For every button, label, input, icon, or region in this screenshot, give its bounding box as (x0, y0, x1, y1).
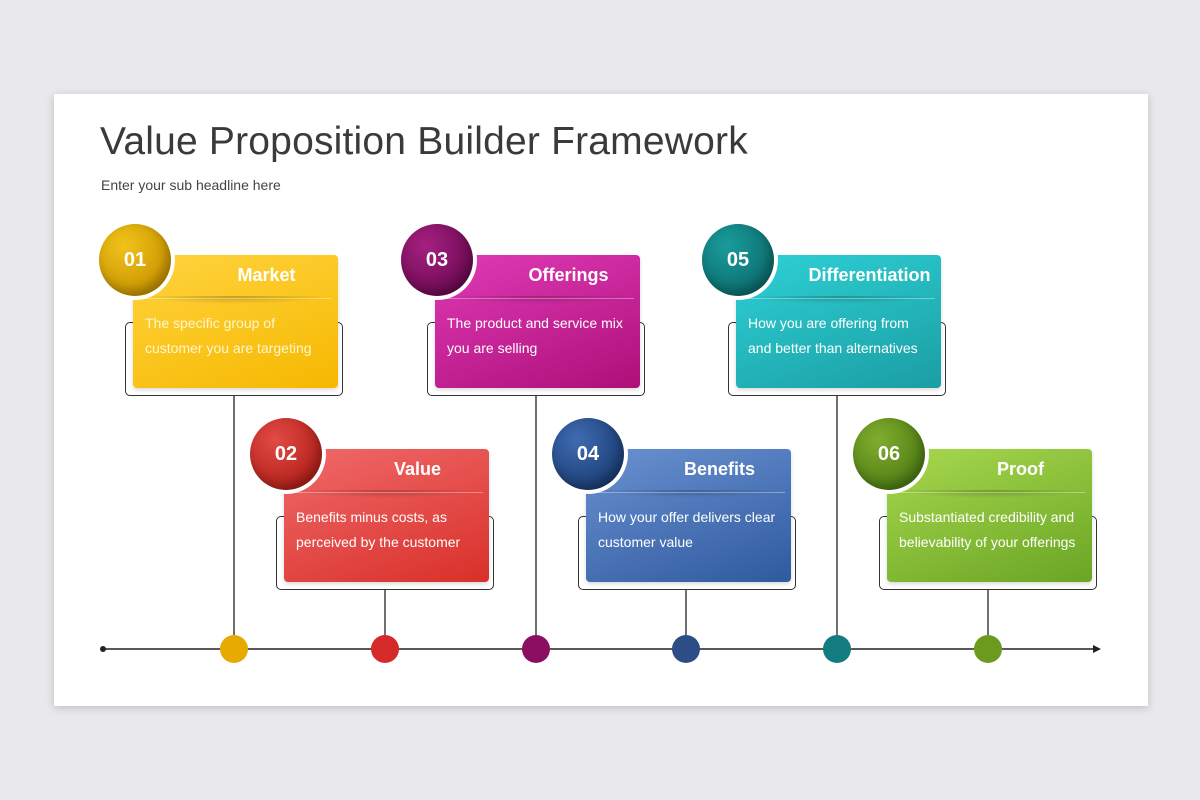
timeline (100, 396, 1101, 663)
step-number-badge: 02 (250, 418, 322, 490)
page-subtitle: Enter your sub headline here (101, 177, 281, 193)
card-body: Proof Substantiated credibility and beli… (887, 449, 1092, 582)
step-title: Value (393, 459, 442, 479)
step-number-badge: 01 (99, 224, 171, 296)
step-card-value: Value Benefits minus costs, as perceived… (246, 414, 498, 629)
card-body: Differentiation How you are offering fro… (736, 255, 941, 388)
step-card-differentiation: Differentiation How you are offering fro… (698, 220, 950, 435)
step-description: Substantiated credibility and believabil… (899, 509, 1076, 550)
card-body: Value Benefits minus costs, as perceived… (284, 449, 489, 582)
step-title: Offerings (528, 265, 609, 285)
card-body: Market The specific group of customer yo… (133, 255, 338, 388)
step-number-badge: 06 (853, 418, 925, 490)
step-title: Market (237, 265, 296, 285)
timeline-dot-02 (371, 635, 399, 663)
step-description: How your offer delivers clear customer v… (598, 509, 776, 550)
page-title: Value Proposition Builder Framework (100, 120, 748, 163)
step-description: The specific group of customer you are t… (145, 315, 312, 356)
timeline-start-dot (100, 646, 106, 652)
timeline-dot-04 (672, 635, 700, 663)
step-card-benefits: Benefits How your offer delivers clear c… (548, 414, 800, 629)
card-body: Benefits How your offer delivers clear c… (586, 449, 791, 582)
step-number-badge: 04 (552, 418, 624, 490)
timeline-arrowhead (1093, 645, 1101, 653)
step-description: The product and service mix you are sell… (447, 315, 623, 356)
step-card-proof: Proof Substantiated credibility and beli… (849, 414, 1101, 629)
step-title: Differentiation (808, 265, 931, 285)
step-description: Benefits minus costs, as perceived by th… (296, 509, 461, 550)
step-card-market: Market The specific group of customer yo… (95, 220, 347, 435)
timeline-dot-03 (522, 635, 550, 663)
slide: Value Proposition Builder Framework Ente… (54, 94, 1148, 706)
step-title: Benefits (683, 459, 755, 479)
step-card-offerings: Offerings The product and service mix yo… (397, 220, 649, 435)
timeline-dot-01 (220, 635, 248, 663)
step-title: Proof (997, 459, 1044, 479)
step-number-badge: 03 (401, 224, 473, 296)
step-description: How you are offering from and better tha… (748, 315, 918, 356)
step-number-badge: 05 (702, 224, 774, 296)
timeline-dot-05 (823, 635, 851, 663)
timeline-dot-06 (974, 635, 1002, 663)
